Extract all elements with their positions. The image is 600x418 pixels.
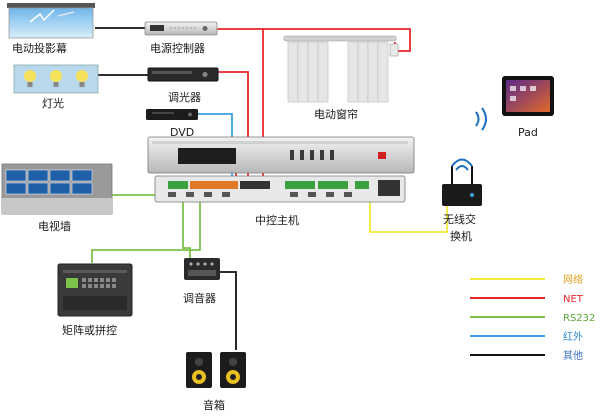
bulb-icon bbox=[24, 70, 36, 87]
dimmer bbox=[147, 67, 219, 82]
projector-screen-label: 电动投影幕 bbox=[12, 41, 67, 55]
central-control-host bbox=[147, 136, 415, 203]
audio-mixer bbox=[184, 258, 220, 280]
line-host-switch bbox=[369, 200, 448, 233]
matrix-switcher bbox=[57, 263, 133, 317]
legend-label-4: 其他 bbox=[563, 349, 583, 362]
mixer-label: 调音器 bbox=[183, 291, 216, 305]
electric-curtain bbox=[283, 35, 399, 103]
speakers-label: 音箱 bbox=[203, 398, 225, 412]
line-curtain-net bbox=[263, 28, 411, 52]
power-controller bbox=[144, 21, 218, 36]
line-host-matrix bbox=[91, 200, 201, 263]
speakers bbox=[186, 352, 246, 388]
legend-label-1: NET bbox=[563, 294, 584, 305]
wireless-switch bbox=[442, 166, 482, 206]
bulb-icon bbox=[76, 70, 88, 87]
dimmer-label: 调光器 bbox=[168, 90, 201, 104]
matrix-label: 矩阵或拼控 bbox=[62, 323, 117, 337]
legend-label-3: 红外 bbox=[563, 330, 583, 343]
legend-label-0: 网络 bbox=[563, 273, 583, 286]
wifi-icon bbox=[451, 158, 473, 171]
wireless-switch-label-1: 无线交 bbox=[443, 212, 476, 226]
lighting-panel bbox=[13, 64, 99, 94]
dvd-label: DVD bbox=[170, 126, 194, 139]
line-dimmer-host-net bbox=[218, 71, 249, 192]
power-controller-label: 电源控制器 bbox=[150, 41, 205, 55]
curtain-label: 电动窗帘 bbox=[314, 107, 358, 121]
line-host-mixer bbox=[182, 200, 191, 258]
bulb-icon bbox=[50, 70, 62, 87]
lighting-label: 灯光 bbox=[42, 96, 64, 110]
video-wall bbox=[1, 163, 113, 215]
tablet-pad bbox=[502, 76, 554, 116]
wireless-switch-label-2: 换机 bbox=[450, 229, 472, 243]
wifi-icon bbox=[475, 107, 487, 131]
central-host-label: 中控主机 bbox=[255, 213, 299, 227]
legend-label-2: RS232 bbox=[563, 313, 595, 324]
video-wall-label: 电视墙 bbox=[38, 219, 71, 233]
dvd-player bbox=[146, 109, 198, 120]
projector-screen bbox=[7, 3, 95, 39]
pad-label: Pad bbox=[518, 126, 538, 139]
line-mixer-speaker bbox=[210, 271, 237, 350]
